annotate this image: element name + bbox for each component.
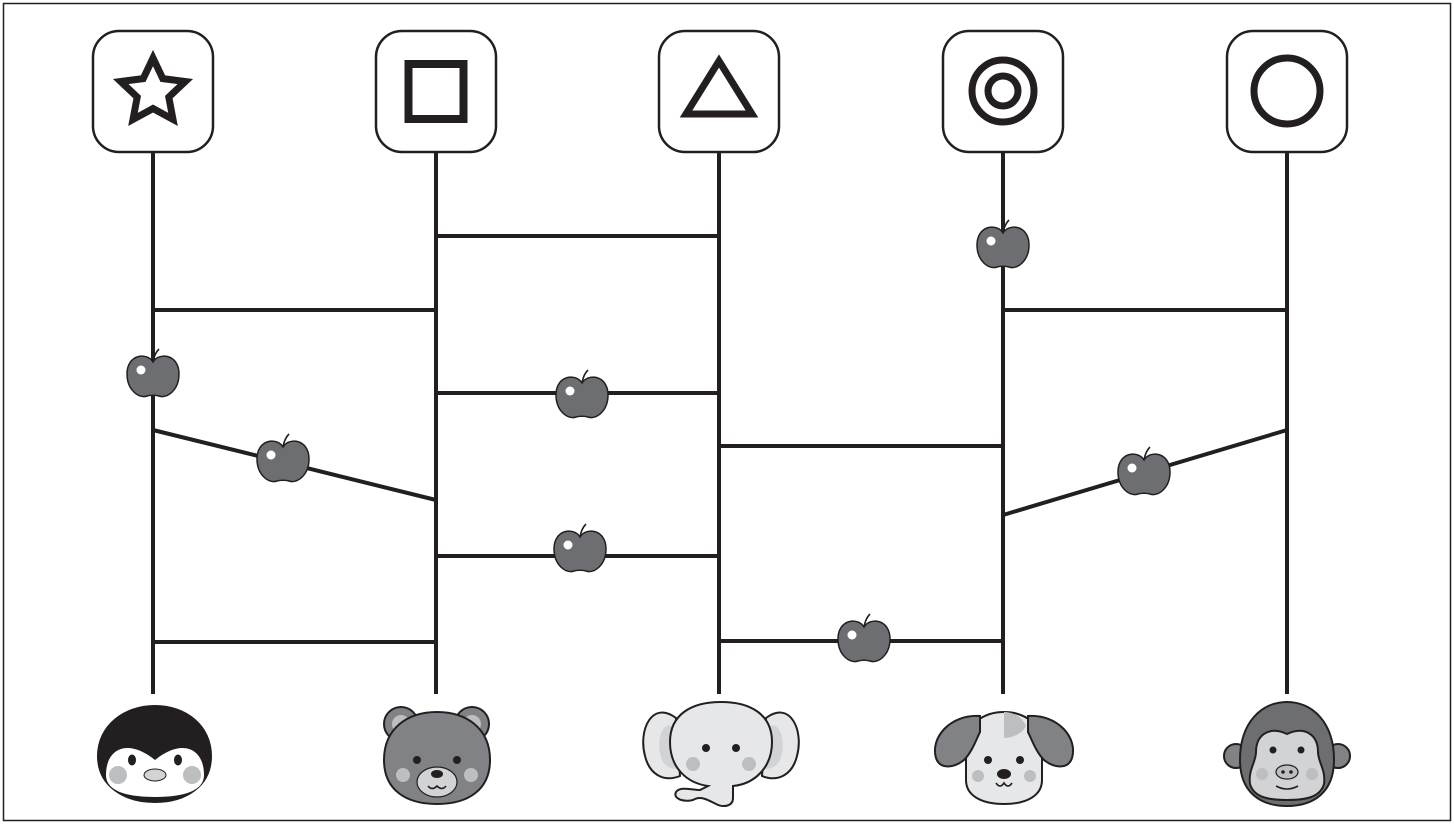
square-icon xyxy=(404,60,468,123)
symbol-box-square[interactable] xyxy=(374,29,498,154)
apples xyxy=(126,219,1171,663)
dog-icon[interactable] xyxy=(933,710,1075,806)
ladder-rails xyxy=(151,150,1289,694)
apple-icon xyxy=(837,613,891,663)
apple-icon xyxy=(553,523,607,573)
start-symbols xyxy=(91,29,1349,154)
elephant-icon[interactable] xyxy=(642,700,800,807)
triangle-icon xyxy=(679,54,759,118)
star-icon xyxy=(112,49,194,127)
symbol-box-double-circle[interactable] xyxy=(941,29,1065,154)
symbol-box-circle[interactable] xyxy=(1225,29,1349,154)
bear-icon[interactable] xyxy=(382,706,492,806)
symbol-box-star[interactable] xyxy=(91,29,215,154)
apple-icon xyxy=(256,433,310,483)
symbol-box-triangle[interactable] xyxy=(657,29,781,154)
penguin-icon[interactable] xyxy=(96,704,213,804)
apple-icon xyxy=(555,369,609,419)
circle-icon xyxy=(1250,54,1324,128)
apple-icon xyxy=(1117,446,1171,496)
end-animals xyxy=(96,700,1351,808)
gorilla-icon[interactable] xyxy=(1223,700,1351,808)
double-circle-icon xyxy=(968,56,1038,126)
